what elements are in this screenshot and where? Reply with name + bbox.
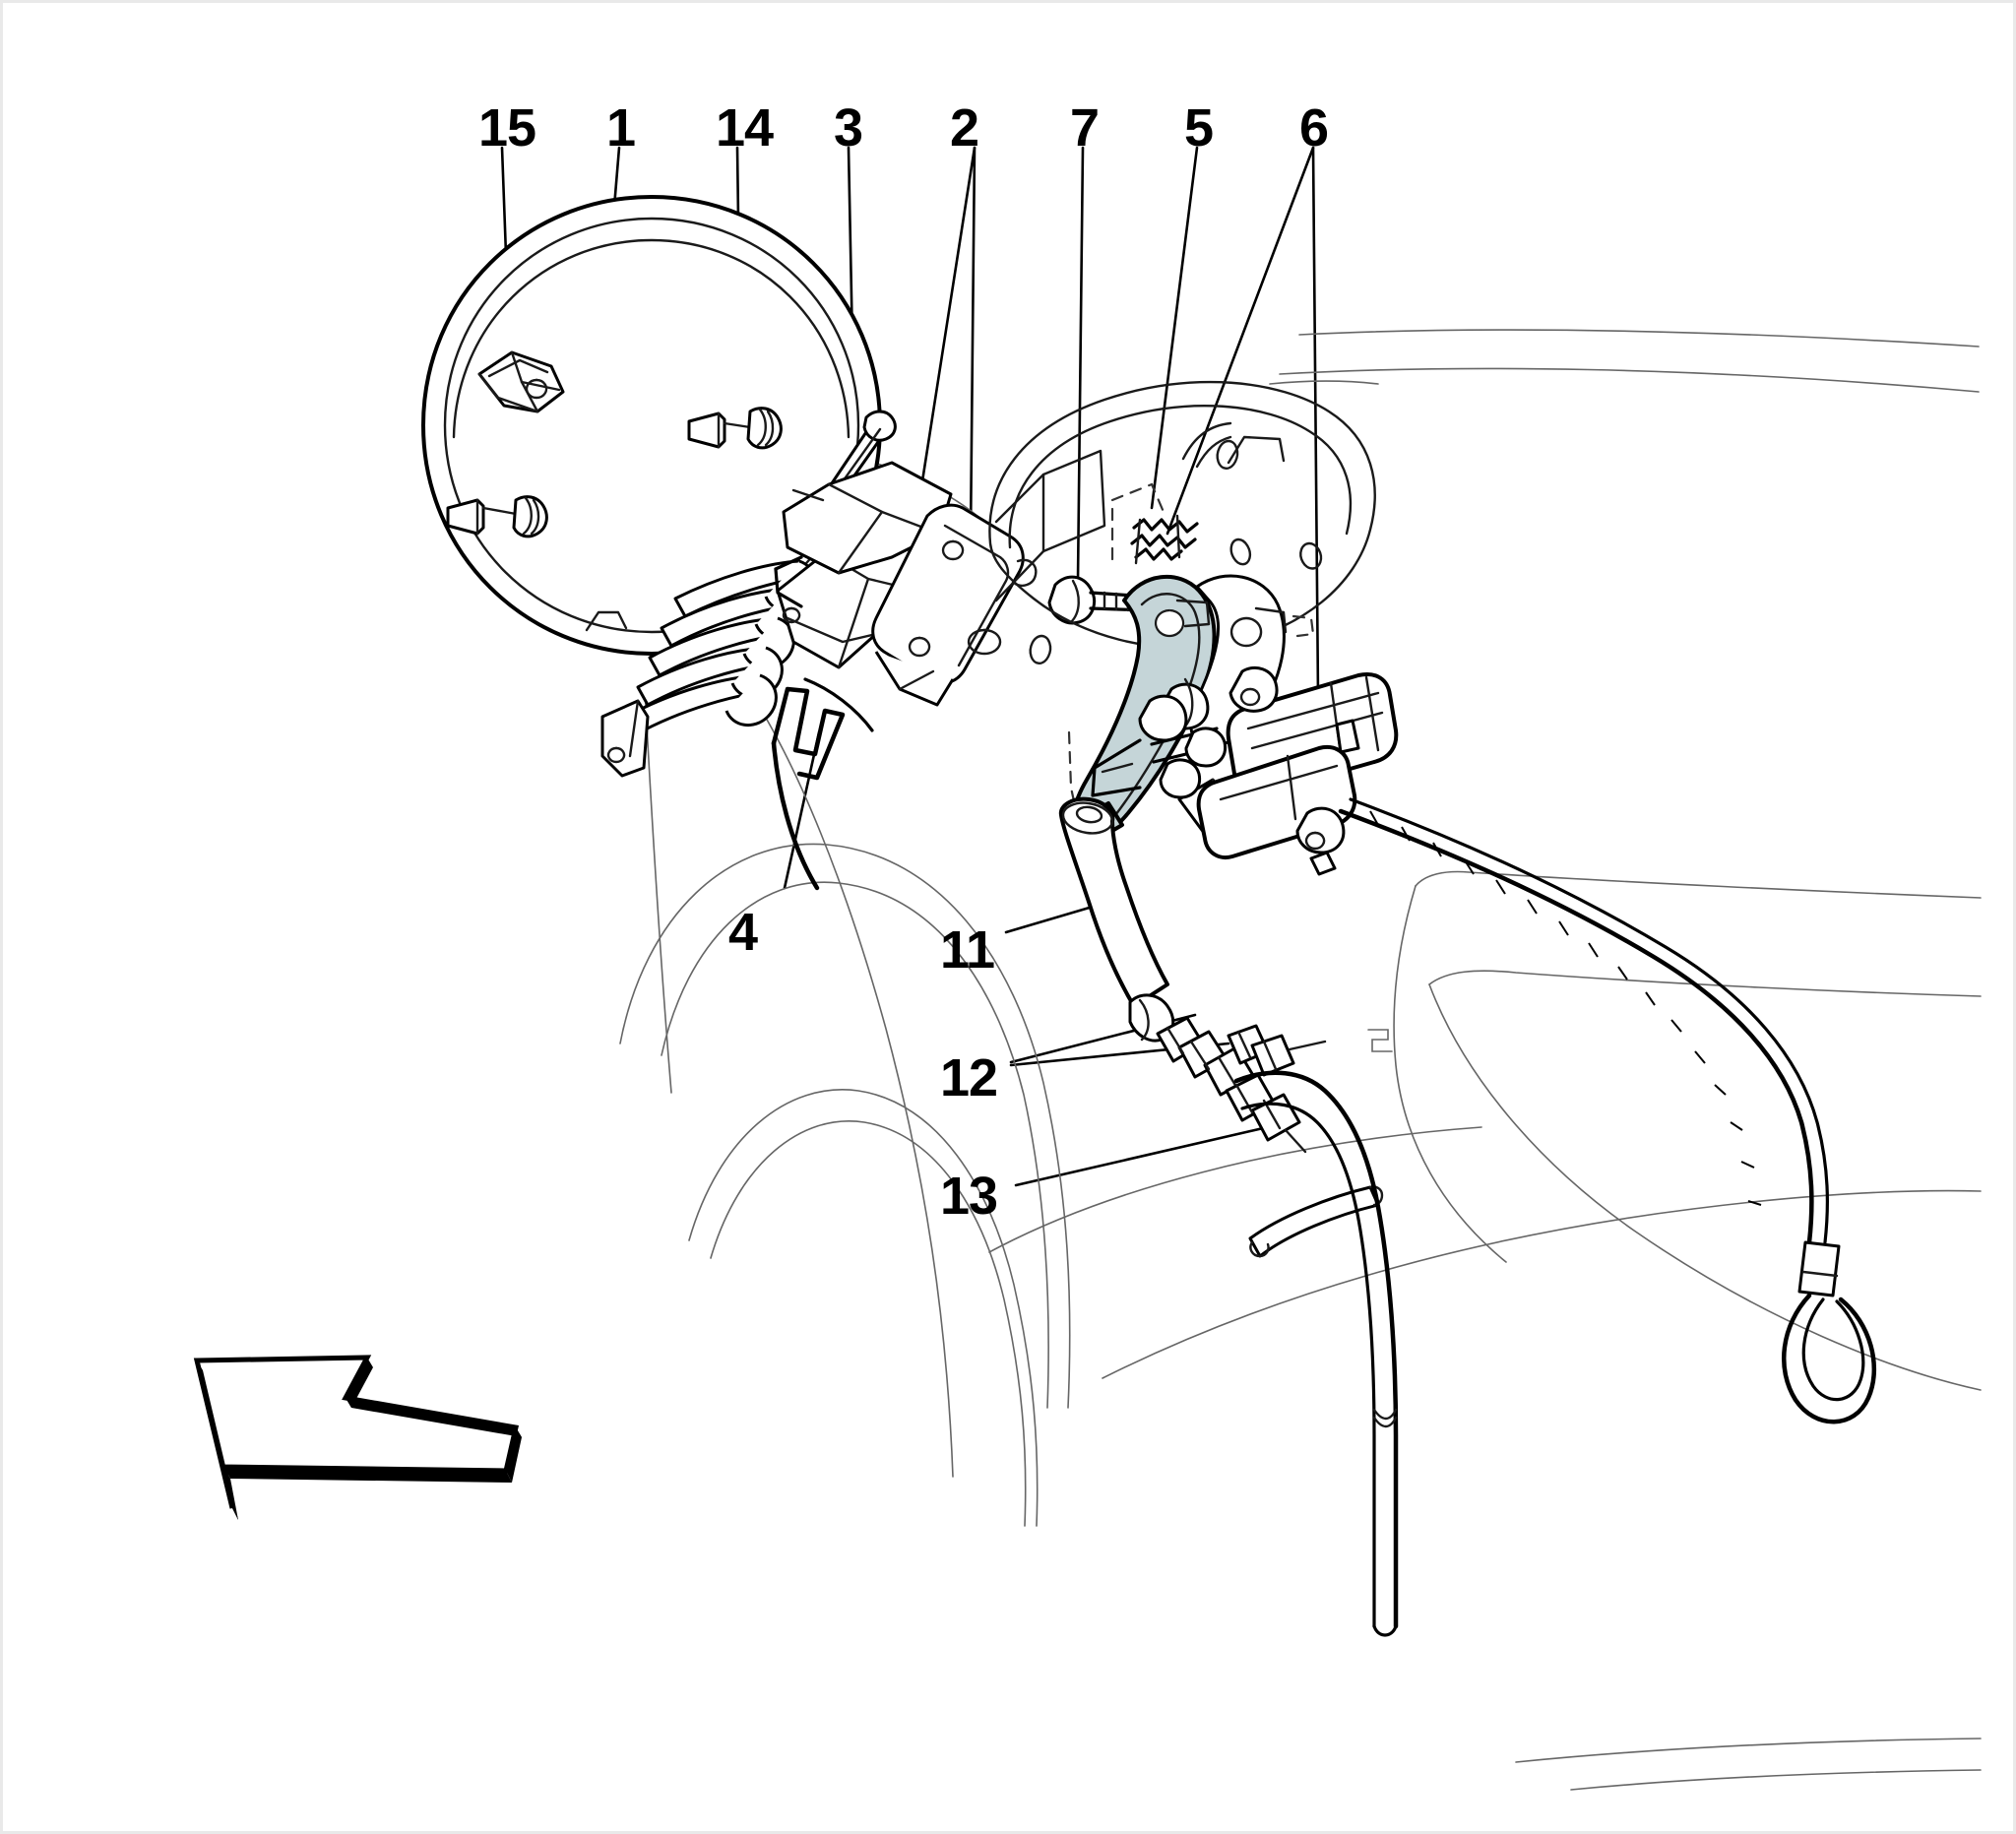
callout-12: 12 — [940, 1048, 998, 1107]
leader-2b — [969, 146, 976, 541]
callout-5: 5 — [1184, 98, 1214, 158]
leader-7 — [1076, 146, 1085, 583]
direction-arrow — [193, 1355, 522, 1520]
fitting-stub-b — [1227, 1024, 1327, 1077]
leader-6b — [1311, 146, 1320, 699]
callout-7: 7 — [1070, 98, 1100, 158]
callout-15: 15 — [478, 98, 536, 158]
callout-11: 11 — [940, 920, 995, 980]
leader-6a — [1166, 146, 1315, 536]
latch-actuator-lower — [1196, 745, 1357, 876]
drain-hose-upper — [1058, 730, 1175, 1043]
flap-hinge-tab — [477, 350, 565, 413]
flap-clip-left — [446, 495, 548, 538]
callout-13: 13 — [940, 1167, 998, 1226]
latch-spring-clip — [1130, 514, 1199, 565]
leader-4 — [783, 730, 821, 890]
leader-11 — [1004, 905, 1095, 934]
spring-coils — [600, 559, 817, 778]
callout-14: 14 — [716, 98, 774, 158]
fuel-flap-door — [421, 195, 882, 656]
latch-connectors — [1138, 677, 1228, 799]
flap-hinge-spring — [600, 559, 874, 891]
fitting-stub-c — [1225, 1073, 1307, 1154]
callout-6: 6 — [1299, 98, 1329, 158]
drain-hose-lower — [1233, 1070, 1399, 1637]
callout-3: 3 — [834, 98, 863, 158]
callout-2: 2 — [950, 98, 979, 158]
callout-1: 1 — [606, 98, 636, 158]
callout-4: 4 — [728, 903, 758, 962]
release-cable — [1338, 797, 1877, 1424]
flap-hinge-bracket — [774, 461, 1038, 707]
flap-clip-right — [687, 407, 783, 450]
fuel-flap-latch-assembly — [1071, 574, 1399, 876]
hose-t-connector — [1156, 1016, 1384, 1258]
fuel-filler-housing — [988, 380, 1376, 664]
leader-5 — [1150, 146, 1199, 510]
leader-13 — [1014, 1124, 1274, 1187]
